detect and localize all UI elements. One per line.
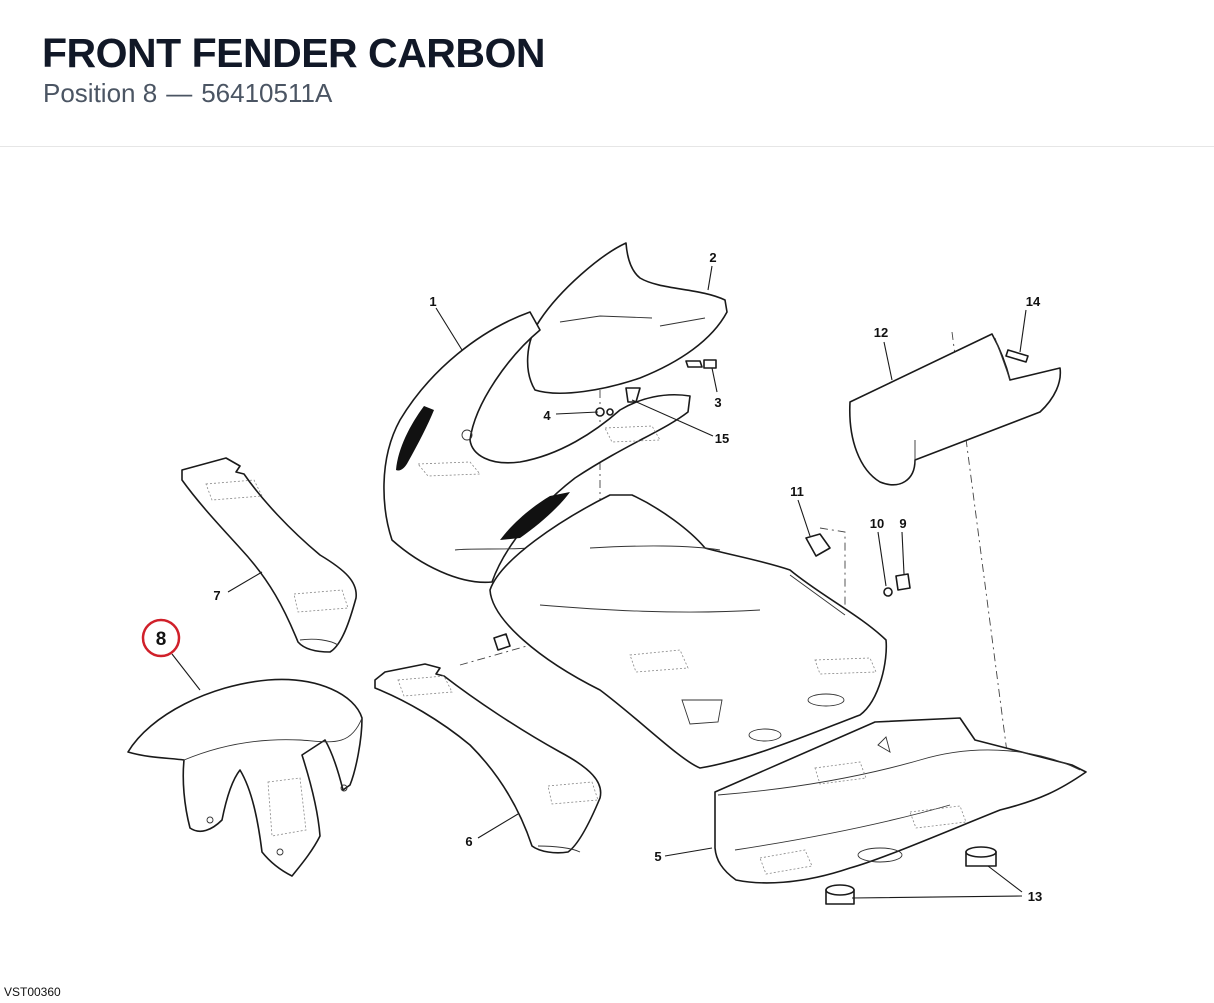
callout-13: 13 [1028, 889, 1042, 904]
part-13-grommets[interactable] [825, 846, 997, 905]
callout-7: 7 [213, 588, 220, 603]
leader-lines [171, 265, 1027, 899]
callout-14: 14 [1026, 294, 1041, 309]
highlighted-callout-8[interactable]: 8 [141, 618, 181, 658]
subtitle-separator: — [166, 78, 193, 108]
part-number: 56410511A [201, 78, 333, 108]
callout-12: 12 [874, 325, 888, 340]
fasteners[interactable] [493, 359, 911, 651]
part-7-side-panel[interactable] [181, 457, 357, 653]
callout-10: 10 [870, 516, 884, 531]
part-12-heat-shield[interactable] [849, 333, 1062, 486]
callout-2: 2 [709, 250, 716, 265]
part-6-side-panel[interactable] [374, 663, 602, 854]
page-header: FRONT FENDER CARBON Position 8 — 56410511A [0, 0, 1214, 147]
part-8-front-fender[interactable] [127, 678, 363, 877]
position-label: Position 8 [43, 78, 158, 108]
part-2-windscreen[interactable] [526, 242, 728, 395]
callout-8: 8 [156, 629, 167, 650]
part-1-upper-fairing[interactable] [383, 311, 691, 584]
part-5-belly-pan[interactable] [714, 717, 1087, 884]
callout-4: 4 [543, 408, 551, 423]
highlight-ring [141, 618, 181, 658]
page-subtitle: Position 8 — 56410511A [43, 78, 332, 109]
callout-3: 3 [714, 395, 721, 410]
callout-15: 15 [715, 431, 729, 446]
callout-11: 11 [790, 484, 804, 499]
callout-1: 1 [429, 294, 436, 309]
lower-fairing-body[interactable] [489, 494, 888, 769]
drawing-code: VST00360 [4, 985, 61, 999]
callout-5: 5 [654, 849, 661, 864]
page-title: FRONT FENDER CARBON [42, 30, 545, 76]
callout-labels: 1 2 3 4 5 6 7 9 10 11 12 13 14 15 [213, 250, 1042, 904]
callout-9: 9 [899, 516, 906, 531]
part-14-screw[interactable] [1005, 349, 1029, 363]
callout-6: 6 [465, 834, 472, 849]
